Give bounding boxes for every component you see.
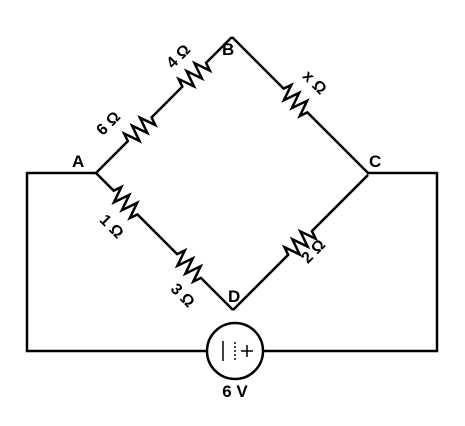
node-label-c: C [369,152,381,171]
resistor-label-6-ohm: 6 Ω [94,108,125,139]
resistor-4-ohm [166,36,233,103]
resistor-2-ohm [232,174,369,311]
resistor-label-1-ohm: 1 Ω [96,212,127,243]
resistor-label-x-ohm: x Ω [299,68,330,99]
voltage-source [205,321,265,381]
resistor-x-ohm [231,36,369,174]
resistor-label-3-ohm: 3 Ω [167,281,198,312]
wire-right-loop [263,171,439,353]
resistor-6-ohm [95,100,169,174]
source-voltage-label: 6 V [222,382,248,401]
node-label-d: D [228,287,240,306]
wire-left-loop [25,171,207,353]
resistor-label-4-ohm: 4 Ω [164,41,195,72]
node-label-a: A [72,152,84,171]
resistor-3-ohm [162,239,234,311]
node-label-b: B [222,40,234,59]
resistor-label-2-ohm: 2 Ω [299,236,330,267]
resistor-1-ohm [95,172,165,242]
